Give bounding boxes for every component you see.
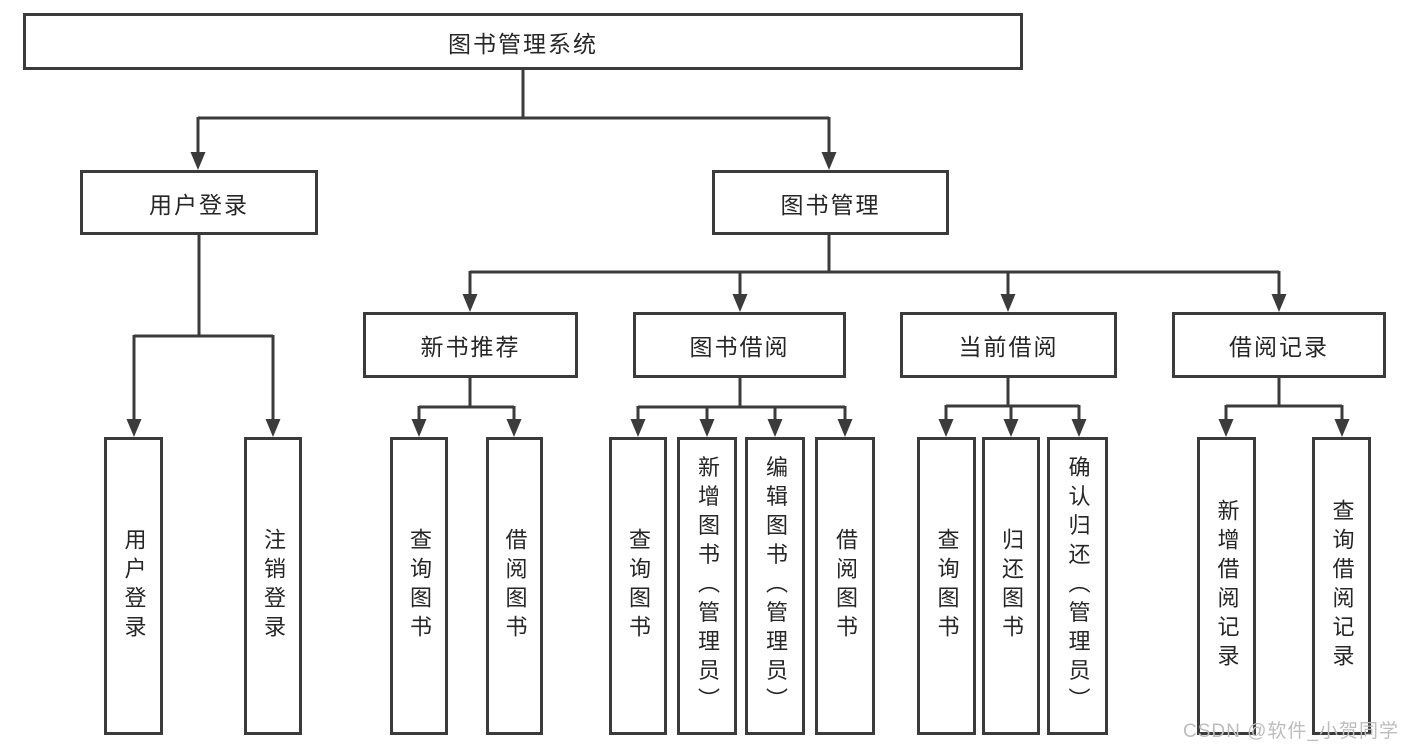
- leaf-return-book-label: 归还图书: [999, 528, 1024, 644]
- leaf-query-books-current: 查询图书: [917, 437, 976, 735]
- leaf-confirm-return-admin-label: 确认归还（管理员）: [1065, 455, 1091, 717]
- leaf-confirm-return-admin: 确认归还（管理员）: [1047, 437, 1108, 735]
- csdn-watermark: CSDN @软件_小贺同学: [1183, 721, 1399, 742]
- leaf-add-borrow-record-label: 新增借阅记录: [1214, 499, 1240, 673]
- leaf-logout-label: 注销登录: [261, 528, 286, 644]
- leaf-query-borrow-record: 查询借阅记录: [1312, 437, 1371, 735]
- node-user-login: 用户登录: [80, 170, 318, 235]
- leaf-borrow-books-recommend-label: 借阅图书: [502, 528, 528, 644]
- node-book-borrow: 图书借阅: [633, 312, 846, 378]
- leaf-edit-book-admin-label: 编辑图书（管理员）: [763, 455, 788, 717]
- node-borrow-records: 借阅记录: [1172, 312, 1386, 378]
- leaf-add-book-admin-label: 新增图书（管理员）: [695, 455, 720, 717]
- leaf-query-borrow-record-label: 查询借阅记录: [1329, 499, 1355, 673]
- leaf-user-login: 用户登录: [104, 437, 163, 735]
- leaf-query-books-current-label: 查询图书: [934, 528, 960, 644]
- leaf-return-book: 归还图书: [982, 437, 1040, 735]
- leaf-borrow-books-recommend: 借阅图书: [486, 437, 543, 735]
- leaf-edit-book-admin: 编辑图书（管理员）: [745, 437, 805, 735]
- node-new-book-recommend: 新书推荐: [363, 312, 578, 378]
- leaf-borrow-books: 借阅图书: [815, 437, 875, 735]
- node-book-management: 图书管理: [712, 170, 949, 235]
- leaf-query-books-borrow-label: 查询图书: [626, 528, 651, 644]
- leaf-user-login-label: 用户登录: [121, 528, 147, 644]
- leaf-borrow-books-label: 借阅图书: [833, 528, 858, 644]
- node-library-management-system: 图书管理系统: [23, 13, 1023, 70]
- node-current-borrow: 当前借阅: [900, 312, 1117, 378]
- leaf-query-books-borrow: 查询图书: [609, 437, 667, 735]
- leaf-add-book-admin: 新增图书（管理员）: [677, 437, 737, 735]
- leaf-query-books-recommend: 查询图书: [390, 437, 448, 735]
- leaf-add-borrow-record: 新增借阅记录: [1197, 437, 1256, 735]
- leaf-query-books-recommend-label: 查询图书: [407, 528, 432, 644]
- leaf-logout: 注销登录: [244, 437, 302, 735]
